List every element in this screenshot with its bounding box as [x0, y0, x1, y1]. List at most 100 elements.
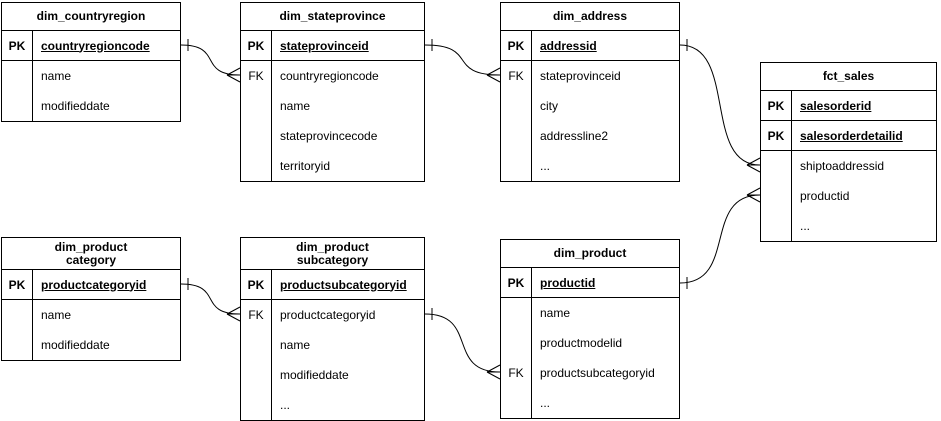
column-row-productid: productid	[761, 181, 936, 211]
column-label: productid	[531, 268, 679, 297]
column-label: productcategoryid	[32, 270, 180, 299]
empty-tag	[2, 91, 32, 121]
column-row-addressid: PK addressid	[501, 31, 679, 61]
column-row-modifieddate: modifieddate	[2, 91, 180, 121]
column-label: addressline2	[531, 121, 679, 151]
relationship-address-to-fctsales[interactable]	[679, 39, 761, 173]
column-row-productmodelid: productmodelid	[501, 328, 679, 358]
column-label: addressid	[531, 31, 679, 60]
table-title-line: dim_product	[54, 239, 128, 254]
column-label: countryregioncode	[32, 31, 180, 60]
relationship-category-to-subcategory[interactable]	[180, 278, 241, 322]
crow-foot-marker	[226, 74, 241, 83]
column-row-name: name	[2, 300, 180, 330]
table-title-line: fct_sales	[822, 69, 875, 83]
column-label: productsubcategoryid	[271, 270, 424, 299]
column-label: salesorderid	[791, 91, 936, 120]
column-label: name	[531, 298, 679, 328]
empty-tag	[2, 61, 32, 91]
column-label: productsubcategoryid	[531, 358, 679, 388]
column-label: name	[271, 91, 424, 121]
column-row-name: name	[501, 298, 679, 328]
table-title-line: subcategory	[296, 252, 369, 267]
pk-tag: PK	[247, 38, 265, 53]
column-label: ...	[271, 390, 424, 420]
crow-foot-marker	[486, 364, 501, 373]
column-label: modifieddate	[271, 360, 424, 390]
empty-tag	[501, 298, 531, 328]
edge-line	[180, 44, 241, 76]
column-row-more: ...	[501, 388, 679, 418]
column-label: ...	[531, 388, 679, 418]
relationship-stateprovince-to-address[interactable]	[424, 39, 501, 83]
empty-tag	[241, 151, 271, 181]
pk-tag: PK	[507, 38, 525, 53]
column-row-shiptoaddressid: shiptoaddressid	[761, 151, 936, 181]
column-row-modifieddate: modifieddate	[241, 360, 424, 390]
column-label: modifieddate	[32, 91, 180, 121]
empty-tag	[241, 390, 271, 420]
table-title-line: dim_countryregion	[36, 9, 146, 23]
column-label: shiptoaddressid	[791, 151, 936, 181]
column-label: name	[32, 300, 180, 330]
empty-tag	[2, 330, 32, 360]
relationship-subcategory-to-product[interactable]	[424, 308, 501, 380]
column-row-name: name	[241, 330, 424, 360]
column-label: modifieddate	[32, 330, 180, 360]
column-label: salesorderdetailid	[791, 121, 936, 150]
empty-tag	[501, 121, 531, 151]
edge-line	[679, 44, 761, 166]
pk-tag: PK	[767, 98, 785, 113]
crow-foot-marker	[746, 157, 761, 166]
empty-tag	[761, 151, 791, 181]
crow-foot-marker	[226, 313, 241, 322]
relationship-countryregion-to-stateprovince[interactable]	[180, 39, 241, 83]
table-title-line: dim_address	[552, 9, 628, 23]
column-label: productid	[791, 181, 936, 211]
column-label: name	[271, 330, 424, 360]
column-row-more: ...	[501, 151, 679, 181]
table-title-line: dim_product	[296, 239, 369, 254]
crow-foot-marker	[746, 164, 761, 173]
fk-tag: FK	[508, 366, 524, 380]
crow-foot-marker	[746, 187, 761, 196]
empty-tag	[241, 121, 271, 151]
column-label: productmodelid	[531, 328, 679, 358]
column-row-countryregioncode: PK countryregioncode	[2, 31, 180, 61]
empty-tag	[501, 91, 531, 121]
pk-tag: PK	[8, 38, 26, 53]
column-label: ...	[531, 151, 679, 181]
column-row-productcategoryid: PK productcategoryid	[2, 270, 180, 300]
edge-line	[679, 194, 761, 284]
empty-tag	[241, 91, 271, 121]
pk-tag: PK	[8, 277, 26, 292]
empty-tag	[501, 151, 531, 181]
empty-tag	[501, 388, 531, 418]
column-row-salesorderid: PK salesorderid	[761, 91, 936, 121]
crow-foot-marker	[226, 306, 241, 315]
table-title-line: dim_product	[553, 246, 627, 260]
table-title-line: category	[65, 252, 117, 267]
column-row-stateprovincecode: stateprovincecode	[241, 121, 424, 151]
empty-tag	[2, 300, 32, 330]
relationship-product-to-fctsales[interactable]	[679, 187, 761, 289]
column-row-territoryid: territoryid	[241, 151, 424, 181]
pk-tag: PK	[507, 275, 525, 290]
column-label: name	[32, 61, 180, 91]
